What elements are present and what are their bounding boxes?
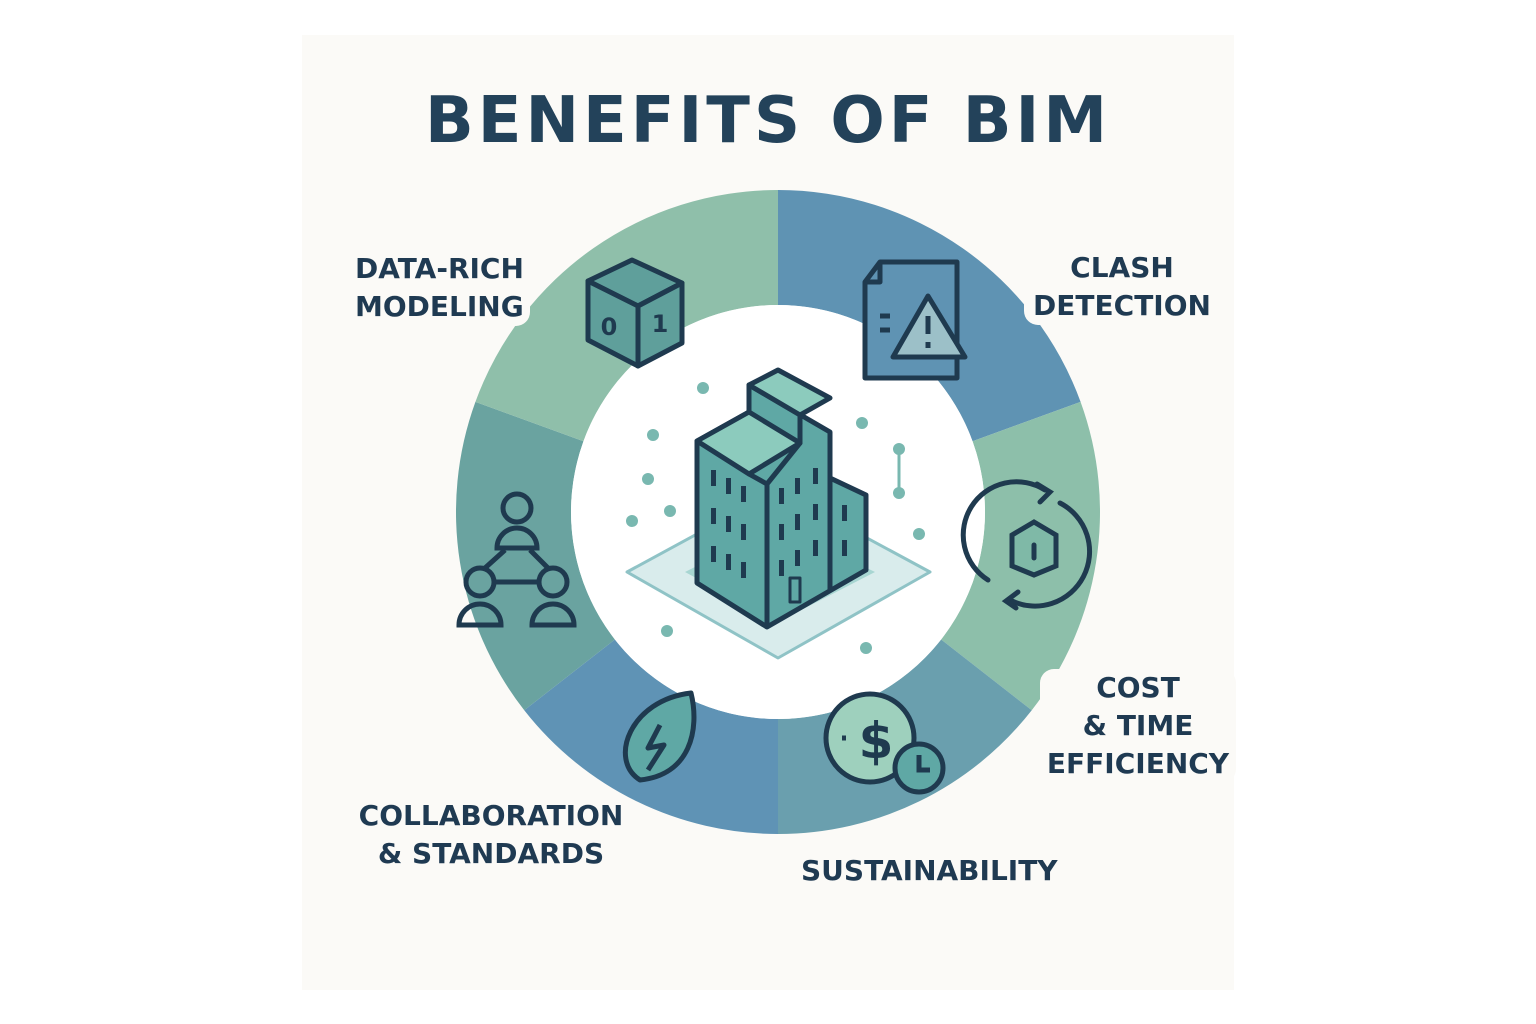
cost-clock-icon: $ [823, 691, 946, 795]
data-dots [626, 382, 925, 654]
building-icon [625, 367, 932, 660]
document-warning-icon [862, 259, 968, 381]
lifecycle-cycle-icon [960, 479, 1093, 611]
binary-cube-icon: 0 1 [585, 257, 685, 369]
leaf-energy-icon [622, 690, 697, 783]
svg-text:1: 1 [652, 310, 669, 338]
label-sustainability: SUSTAINABILITY [795, 852, 1063, 890]
page-title: BENEFITS OF BIM [424, 84, 1112, 158]
team-network-icon [456, 491, 577, 628]
svg-text:0: 0 [601, 313, 618, 341]
label-collaboration-standards: COLLABORATION& STANDARDS [350, 797, 632, 873]
svg-text:$: $ [859, 712, 894, 770]
